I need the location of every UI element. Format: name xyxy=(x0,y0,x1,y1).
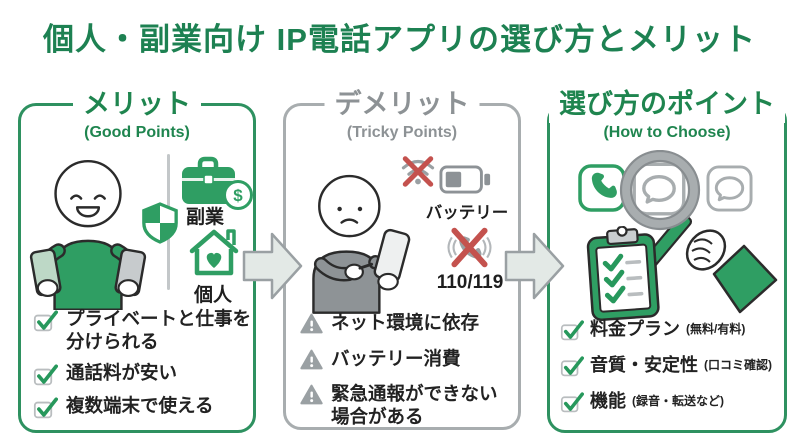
choose-item-text: 料金プラン xyxy=(590,318,680,339)
chat-app-icon xyxy=(706,165,753,212)
right-arrow-icon xyxy=(242,232,303,300)
magnifier-hand-icon xyxy=(619,150,778,314)
panel-merit-title: メリット xyxy=(73,85,201,123)
demerit-item: 緊急通報ができない場合がある xyxy=(300,383,512,427)
panel-choose-subtitle: (How to Choose) xyxy=(603,124,731,141)
demerit-item-text: バッテリー消費 xyxy=(331,347,461,369)
demerit-item: ネット環境に依存 xyxy=(300,312,512,335)
panel-choose-title: 選び方のポイント xyxy=(549,85,785,123)
demerit-list: ネット環境に依存 バッテリー消費 緊急通報ができない場合がある xyxy=(300,312,512,427)
personal-label: 個人 xyxy=(193,285,232,306)
merit-illustration: $ 副業 個人 プライベートと仕事を分けられる 通話料が安い xyxy=(21,106,253,430)
panel-demerit-title: デメリット xyxy=(324,85,480,123)
choose-checklist: 料金プラン (無料/有料) 音質・安定性 (口コミ確認) 機能 (録音・転送など… xyxy=(560,318,784,413)
panel-demerit: デメリット (Tricky Points) xyxy=(283,85,521,430)
house-heart-icon xyxy=(189,229,239,276)
choose-item: 音質・安定性 (口コミ確認) xyxy=(560,354,784,377)
phone-app-icon xyxy=(578,164,626,212)
warning-triangle-icon xyxy=(300,349,323,370)
choose-item-note: (録音・転送など) xyxy=(632,394,724,409)
merit-item-text: プライベートと仕事を分けられる xyxy=(66,308,252,352)
side-business-label: 副業 xyxy=(185,207,224,228)
chat-app-icon xyxy=(632,162,686,216)
emergency-numbers-label: 110/119 xyxy=(436,272,504,293)
happy-person-two-phones-icon xyxy=(29,159,147,310)
battery-label: バッテリー xyxy=(425,204,509,222)
checkbox-check-icon xyxy=(560,391,584,413)
choose-item-text: 音質・安定性 xyxy=(590,354,698,375)
checkbox-check-icon xyxy=(33,396,58,419)
panel-merit-subtitle: (Good Points) xyxy=(84,124,190,141)
choose-illustration: 料金プラン (無料/有料) 音質・安定性 (口コミ確認) 機能 (録音・転送など… xyxy=(550,106,784,430)
demerit-item-text: ネット環境に依存 xyxy=(331,312,480,333)
choose-item: 料金プラン (無料/有料) xyxy=(560,318,784,341)
demerit-illustration: バッテリー 110/119 ネット環境に依存 バッテリー消費 xyxy=(286,106,518,427)
panel-choose: 選び方のポイント (How to Choose) xyxy=(547,85,787,433)
demerit-item-text: 緊急通報ができない場合がある xyxy=(331,383,498,427)
checkbox-check-icon xyxy=(560,319,584,341)
warning-triangle-icon xyxy=(300,313,323,334)
choose-item-note: (無料/有料) xyxy=(686,322,746,337)
no-emergency-call-icon xyxy=(447,227,492,268)
merit-item: 複数端末で使える xyxy=(33,395,253,419)
checkbox-check-icon xyxy=(33,363,58,386)
no-wifi-icon xyxy=(401,156,435,187)
merit-item-text: 複数端末で使える xyxy=(66,395,214,417)
briefcase-coin-icon: $ xyxy=(182,156,253,210)
choose-item-text: 機能 xyxy=(590,390,626,411)
demerit-item: バッテリー消費 xyxy=(300,348,512,371)
merit-item: 通話料が安い xyxy=(33,362,253,386)
panel-merit: メリット (Good Points) xyxy=(18,85,256,433)
checkbox-check-icon xyxy=(33,309,58,332)
dollar-coin-symbol: $ xyxy=(233,186,243,205)
worried-person-phone-icon xyxy=(312,174,411,314)
merit-item: プライベートと仕事を分けられる xyxy=(33,308,253,353)
merit-item-text: 通話料が安い xyxy=(66,362,178,384)
choose-item-note: (口コミ確認) xyxy=(704,358,772,373)
checkbox-check-icon xyxy=(560,355,584,377)
merit-checklist: プライベートと仕事を分けられる 通話料が安い 複数端末で使える xyxy=(33,308,253,419)
right-arrow-icon xyxy=(504,232,565,300)
choose-item: 機能 (録音・転送など) xyxy=(560,390,784,413)
battery-icon xyxy=(439,165,491,194)
panel-demerit-subtitle: (Tricky Points) xyxy=(346,124,458,141)
page-title: 個人・副業向け IP電話アプリの選び方とメリット xyxy=(43,22,756,57)
warning-triangle-icon xyxy=(300,384,323,405)
shield-icon xyxy=(142,202,178,244)
checklist-clipboard-icon xyxy=(586,225,660,321)
